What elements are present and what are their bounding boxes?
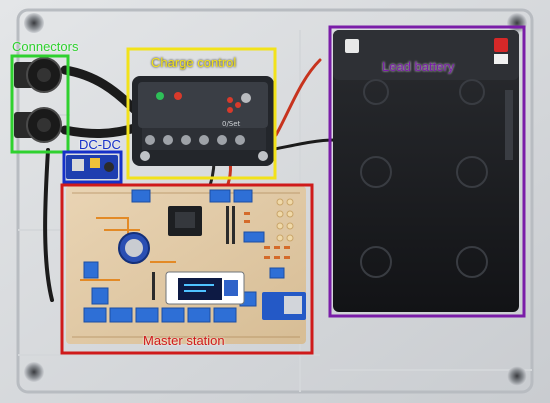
label-master-station: Master station xyxy=(143,333,225,348)
corner-screw-hole-bottom-right xyxy=(507,366,527,386)
annotation-box-dcdc xyxy=(62,150,123,184)
enclosure-inner-wall xyxy=(16,8,534,394)
master-station-pcb xyxy=(66,186,306,344)
dcdc-module xyxy=(66,155,118,179)
label-connectors: Connectors xyxy=(12,39,79,54)
annotation-box-master-station xyxy=(60,183,314,355)
connector-glands xyxy=(14,57,62,143)
label-dcdc: DC-DC xyxy=(79,137,121,152)
label-lead-battery: Lead battery xyxy=(382,59,455,74)
charge-controller xyxy=(132,76,274,166)
battery-terminal-positive xyxy=(494,38,508,52)
corner-screw-hole-bottom-left xyxy=(24,362,44,382)
annotation-box-connectors xyxy=(10,54,70,154)
annotation-box-lead-battery xyxy=(328,25,526,318)
battery-terminal-cap xyxy=(494,54,508,64)
lead-battery xyxy=(333,30,519,312)
battery-terminal-negative xyxy=(345,39,359,53)
corner-screw-hole-top-left xyxy=(24,13,44,33)
charge-controller-mode-label: 0/Set xyxy=(222,120,241,128)
annotation-box-charge-control xyxy=(126,47,277,180)
label-charge-control: Charge control xyxy=(151,55,237,70)
